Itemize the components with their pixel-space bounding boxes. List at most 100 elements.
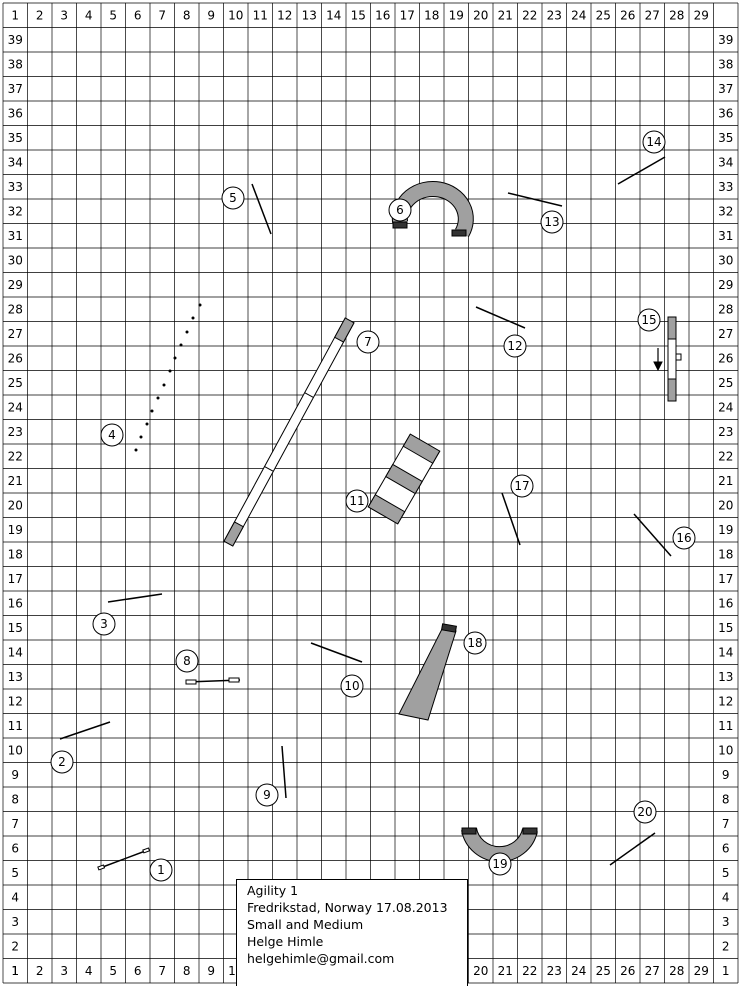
course-title: Agility 1 (247, 883, 299, 898)
row-label: 8 (722, 792, 730, 806)
svg-text:5: 5 (229, 191, 237, 205)
svg-text:1: 1 (157, 863, 165, 877)
column-label: 7 (158, 964, 166, 978)
row-label: 14 (8, 645, 23, 659)
row-label: 37 (8, 82, 23, 96)
row-labels-left: 3938373635343332313029282726252423222120… (8, 33, 23, 978)
column-label: 15 (351, 8, 366, 22)
column-label: 22 (522, 8, 537, 22)
row-label: 36 (8, 106, 23, 120)
column-label: 26 (620, 964, 635, 978)
column-label: 3 (60, 964, 68, 978)
row-label: 14 (718, 645, 733, 659)
column-label: 20 (473, 964, 488, 978)
svg-text:13: 13 (544, 215, 559, 229)
marker-2: 2 (50, 750, 74, 774)
column-label: 28 (669, 964, 684, 978)
row-label: 23 (718, 425, 733, 439)
row-label: 35 (718, 131, 733, 145)
marker-6: 6 (388, 198, 412, 222)
jump-9 (281, 745, 287, 799)
row-label: 34 (8, 155, 23, 169)
row-label: 8 (11, 792, 19, 806)
svg-text:8: 8 (183, 654, 191, 668)
jump-17 (501, 492, 521, 546)
row-label: 15 (8, 621, 23, 635)
column-label: 7 (158, 8, 166, 22)
row-label: 27 (718, 327, 733, 341)
row-label: 29 (8, 278, 23, 292)
course-info-box: Agility 1 Fredrikstad, Norway 17.08.2013… (236, 879, 468, 986)
marker-10: 10 (340, 674, 364, 698)
marker-12: 12 (503, 334, 527, 358)
jump-10 (310, 642, 363, 663)
column-label: 20 (473, 8, 488, 22)
row-label: 20 (8, 498, 23, 512)
row-label: 20 (718, 498, 733, 512)
obstacles (59, 156, 682, 871)
column-label: 13 (302, 8, 317, 22)
row-label: 21 (8, 474, 23, 488)
obstacle-number-markers: 1 2 3 4 5 6 7 8 9 10 11 12 13 14 15 16 1… (50, 130, 696, 882)
row-label: 25 (8, 376, 23, 390)
row-label: 31 (8, 229, 23, 243)
svg-text:2: 2 (58, 755, 66, 769)
column-label: 4 (85, 8, 93, 22)
svg-text:20: 20 (637, 805, 652, 819)
column-label: 9 (207, 964, 215, 978)
row-label: 18 (8, 547, 23, 561)
marker-17: 17 (510, 474, 534, 498)
marker-14: 14 (642, 130, 666, 154)
course-email: helgehimle@gmail.com (247, 951, 395, 966)
column-label: 25 (596, 8, 611, 22)
row-label: 10 (718, 743, 733, 757)
row-label: 28 (8, 302, 23, 316)
course-judge: Helge Himle (247, 934, 324, 949)
column-label: 9 (207, 8, 215, 22)
column-label: 27 (645, 8, 660, 22)
row-label: 12 (8, 694, 23, 708)
row-label: 30 (718, 253, 733, 267)
row-label: 30 (8, 253, 23, 267)
column-label: 29 (694, 964, 709, 978)
column-label: 21 (498, 8, 513, 22)
row-label: 15 (718, 621, 733, 635)
jump-14 (617, 156, 666, 185)
row-label: 32 (8, 204, 23, 218)
jump-8 (185, 677, 241, 685)
row-label: 11 (718, 719, 733, 733)
row-label: 24 (718, 400, 733, 414)
jump-2 (59, 721, 111, 740)
row-label: 26 (718, 351, 733, 365)
jump-3 (107, 593, 163, 603)
row-label: 22 (8, 449, 23, 463)
svg-text:18: 18 (467, 636, 482, 650)
row-label: 10 (8, 743, 23, 757)
column-label: 25 (596, 964, 611, 978)
row-label: 7 (722, 817, 730, 831)
row-label: 16 (8, 596, 23, 610)
row-label: 7 (11, 817, 19, 831)
column-label: 19 (449, 8, 464, 22)
column-label: 1 (11, 964, 19, 978)
column-label: 18 (424, 8, 439, 22)
weave-poles-4 (134, 303, 202, 452)
row-label: 38 (8, 57, 23, 71)
row-label: 37 (718, 82, 733, 96)
marker-11: 11 (345, 489, 369, 513)
svg-text:19: 19 (492, 857, 507, 871)
column-label: 8 (183, 8, 191, 22)
column-label: 23 (547, 8, 562, 22)
marker-18: 18 (463, 631, 487, 655)
marker-20: 20 (633, 800, 657, 824)
tunnel-19 (461, 827, 538, 863)
row-label: 25 (718, 376, 733, 390)
marker-8: 8 (175, 649, 199, 673)
row-label: 2 (11, 939, 19, 953)
row-label: 21 (718, 474, 733, 488)
row-label: 39 (8, 33, 23, 47)
row-label: 19 (8, 523, 23, 537)
column-label: 14 (326, 8, 341, 22)
